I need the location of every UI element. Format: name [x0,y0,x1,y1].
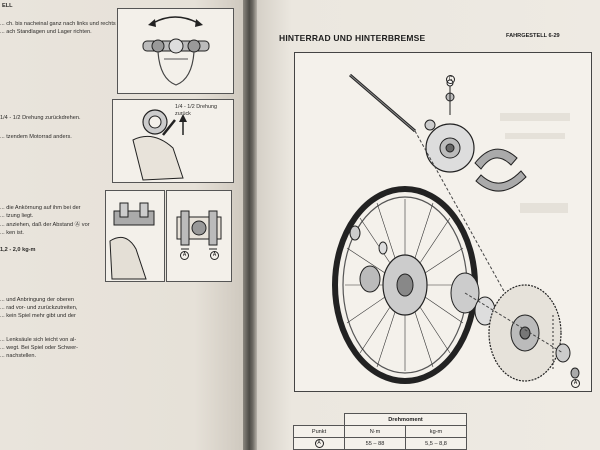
section-title: HINTERRAD UND HINTERBREMSE [279,33,426,43]
text-line: ... die Ankörnung auf ihm bei der [0,205,81,211]
text-line: ... ch. bis nacheinal ganz nach links un… [0,21,116,27]
text-line: ... Lenksäule sich leicht von al- [0,337,77,343]
text-line: ... anziehen, daß der Abstand Ⓐ vor [0,222,90,228]
exploded-view-drawing [332,73,580,384]
column-header: kg-m [405,425,467,438]
left-page: ELL ... ch. bis nacheinal ganz nach link… [0,0,243,450]
book-gutter [243,0,257,450]
text-line: ... nachstellen. [0,353,37,359]
table-title-row: Drehmoment [294,413,467,426]
text-line: ... tzendem Motorrad anders. [0,134,72,140]
clamp-figure-right: A A [166,190,232,282]
text-line: ... rad vor- und zurückzutreiten, [0,305,78,311]
table-cell: 55 – 88 [344,437,406,450]
clamp-drawing [109,202,155,280]
table-row: A 55 – 88 5,5 – 8,8 [293,437,467,450]
text-line: ... wegt. Bei Spiel oder Schwer- [0,345,79,351]
text-line: ... tzung liegt. [0,213,34,219]
column-header: Punkt [293,425,345,438]
torque-table: Drehmoment Punkt N·m kg-m A 55 – 88 5,5 … [293,413,467,450]
table-title: Drehmoment [344,413,467,426]
clamp-figure-left [105,190,165,282]
table-cell: 5,5 – 8,8 [405,437,467,450]
column-header: N·m [344,425,406,438]
text-line: ... ach Standlagen und Lager richten. [0,29,92,35]
callout-a-icon: A [571,379,580,388]
clamp-gap-drawing [176,210,222,250]
callout-a-icon: A [210,251,219,260]
table-header-row: Punkt N·m kg-m [293,425,467,438]
handlebar-drawing [142,16,210,86]
hand-wrench-drawing [132,109,187,181]
point-a-icon: A [314,439,324,448]
table-cell: A [293,437,345,450]
rear-wheel-exploded-diagram: C A [294,52,592,392]
steering-nut-figure: 1/4 - 1/2 Drehung zurück [112,99,234,183]
right-page: HINTERRAD UND HINTERBREMSE FAHRGESTELL 6… [257,0,600,450]
chapter-header: FAHRGESTELL 6-29 [506,33,560,39]
torque-value: 1,2 - 2,0 kg-m [0,247,36,253]
callout-c-icon: C [446,75,455,84]
callout-a-icon: A [180,251,189,260]
handlebar-figure [117,8,234,94]
figure-label: 1/4 - 1/2 Drehung zurück [175,104,217,117]
text-line: 1/4 - 1/2 Drehung zurückdrehen. [0,115,81,121]
text-line: ... und Anbringung der oberen [0,297,75,303]
text-line: ... kein Spiel mehr gibt und der [0,313,76,319]
text-line: ... ken ist. [0,230,24,236]
page-marker: ELL [2,3,13,9]
